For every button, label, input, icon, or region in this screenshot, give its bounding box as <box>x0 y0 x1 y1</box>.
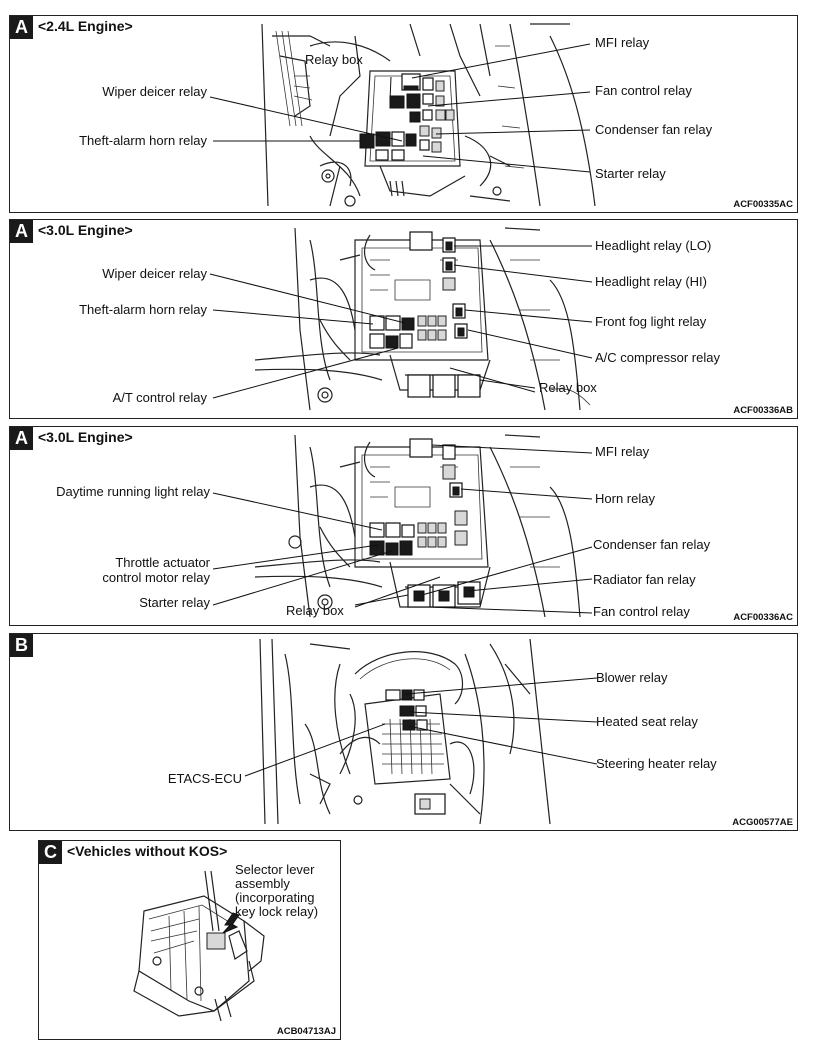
panel-a-3-0l-engine-1: A <3.0L Engine> <box>9 219 798 419</box>
engine-bay-sketch <box>254 227 591 411</box>
panel-b: B Blower relay Heate <box>9 633 798 831</box>
figure-code: ACF00336AB <box>733 405 793 416</box>
label-daytime-running-light-relay: Daytime running light relay <box>56 484 210 499</box>
label-mfi-relay: MFI relay <box>595 35 650 50</box>
label-steering-heater-relay: Steering heater relay <box>596 756 717 771</box>
panel-title: <3.0L Engine> <box>38 429 133 445</box>
label-relay-box: Relay box <box>539 380 597 395</box>
panel-badge: C <box>39 841 62 864</box>
label-condenser-fan-relay: Condenser fan relay <box>595 122 713 137</box>
panel-badge: A <box>10 220 33 243</box>
label-selector-lever-assembly: Selector lever assembly (incorporating k… <box>235 862 319 919</box>
figure-code: ACF00336AC <box>733 612 793 623</box>
leader-lines <box>209 43 591 173</box>
panel-a-2-4l-engine: A <2.4L Engine> <box>9 15 798 213</box>
selector-lever-sketch <box>133 870 265 1022</box>
relay-blocks <box>385 689 428 731</box>
panel-title: <2.4L Engine> <box>38 18 133 34</box>
panel-badge: A <box>10 427 33 450</box>
relay-blocks <box>369 231 481 398</box>
label-relay-box: Relay box <box>305 52 363 67</box>
engine-bay-illustration <box>212 434 593 618</box>
leader-lines <box>209 245 593 399</box>
panel-a-3-0l-engine-2: A <3.0L Engine> <box>9 426 798 626</box>
panel-c-vehicles-without-kos: C <Vehicles without KOS> Selector lever … <box>38 840 341 1040</box>
panel-badge: B <box>10 634 33 657</box>
figure-code: ACB04713AJ <box>276 1026 336 1037</box>
figure-code: ACG00577AE <box>732 817 793 828</box>
engine-bay-illustration <box>209 23 596 207</box>
label-throttle-actuator-control-motor-relay: Throttle actuator control motor relay <box>102 555 210 585</box>
panel-badge: A <box>10 16 33 39</box>
label-headlight-relay-hi: Headlight relay (HI) <box>595 274 707 289</box>
engine-bay-illustration <box>209 227 593 411</box>
selector-lever-illustration <box>133 870 265 1022</box>
leader-lines <box>244 677 598 777</box>
panel-title: <Vehicles without KOS> <box>67 843 228 859</box>
pointer-arrow <box>222 912 240 934</box>
label-theft-alarm-horn-relay: Theft-alarm horn relay <box>79 133 207 148</box>
dashboard-sketch <box>259 638 551 825</box>
label-heated-seat-relay: Heated seat relay <box>596 714 698 729</box>
label-theft-alarm-horn-relay: Theft-alarm horn relay <box>79 302 207 317</box>
label-starter-relay: Starter relay <box>139 595 210 610</box>
label-starter-relay: Starter relay <box>595 166 666 181</box>
label-ac-compressor-relay: A/C compressor relay <box>595 350 720 365</box>
label-horn-relay: Horn relay <box>595 491 655 506</box>
label-blower-relay: Blower relay <box>596 670 668 685</box>
label-mfi-relay: MFI relay <box>595 444 650 459</box>
label-wiper-deicer-relay: Wiper deicer relay <box>102 266 207 281</box>
label-headlight-relay-lo: Headlight relay (LO) <box>595 238 712 253</box>
label-radiator-fan-relay: Radiator fan relay <box>593 572 696 587</box>
relay-blocks <box>359 73 455 161</box>
label-etacs-ecu: ETACS-ECU <box>167 771 242 786</box>
label-front-fog-light-relay: Front fog light relay <box>595 314 707 329</box>
label-condenser-fan-relay: Condenser fan relay <box>593 537 711 552</box>
leader-lines <box>212 444 593 614</box>
panel-title: <3.0L Engine> <box>38 222 133 238</box>
dashboard-illustration <box>244 638 598 825</box>
figure-code: ACF00335AC <box>733 199 793 210</box>
label-at-control-relay: A/T control relay <box>112 390 207 405</box>
label-relay-box: Relay box <box>286 603 344 618</box>
label-wiper-deicer-relay: Wiper deicer relay <box>102 84 207 99</box>
label-fan-control-relay: Fan control relay <box>593 604 690 619</box>
label-fan-control-relay: Fan control relay <box>595 83 692 98</box>
